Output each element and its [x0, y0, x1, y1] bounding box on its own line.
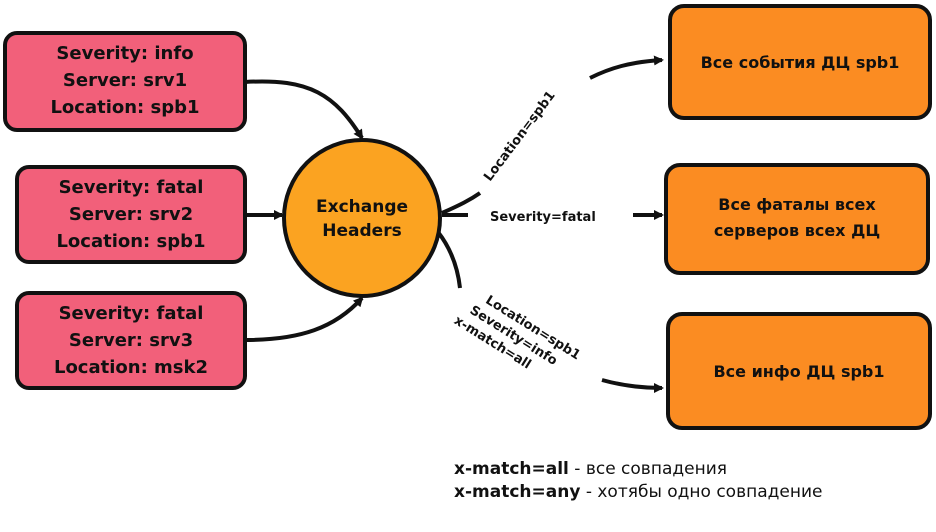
edge-hub-to-queue-3-upper [436, 230, 462, 289]
legend-key-all: x-match=all [454, 459, 569, 479]
queue-2-line-1: Все фаталы всех [718, 195, 876, 214]
legend-row-all: x-match=all - все совпадения [454, 458, 822, 481]
exchange-headers-node: Exchange Headers [282, 138, 442, 298]
source-message-3: Severity: fatal Server: srv3 Location: m… [15, 291, 247, 390]
source-3-line-3: Location: msk2 [54, 357, 208, 378]
binding-label-1: Location=spb1 [481, 88, 558, 184]
queue-2-line-2: серверов всех ДЦ [714, 221, 880, 240]
queue-2: Все фаталы всех серверов всех ДЦ [664, 163, 930, 275]
source-3-line-1: Severity: fatal [59, 303, 204, 324]
legend-desc-all: - все совпадения [568, 459, 727, 479]
hub-line-2: Headers [322, 221, 401, 241]
edge-source-1-to-hub [244, 79, 364, 140]
queue-3: Все инфо ДЦ spb1 [666, 312, 932, 430]
queue-1: Все события ДЦ spb1 [668, 4, 932, 120]
binding-label-2: Severity=fatal [490, 210, 596, 225]
queue-1-label: Все события ДЦ spb1 [701, 53, 900, 72]
hub-line-1: Exchange [316, 197, 408, 217]
legend-row-any: x-match=any - хотябы одно совпадение [454, 481, 822, 504]
source-2-line-3: Location: spb1 [56, 231, 205, 252]
source-1-line-2: Server: srv1 [63, 70, 187, 91]
edge-source-3-to-hub [244, 296, 364, 342]
source-1-line-3: Location: spb1 [50, 97, 199, 118]
binding-label-3: Location=spb1 Severity=info x-match=all [451, 293, 583, 373]
source-2-line-1: Severity: fatal [59, 177, 204, 198]
legend-key-any: x-match=any [454, 482, 581, 502]
source-3-line-2: Server: srv3 [69, 330, 193, 351]
source-message-1: Severity: info Server: srv1 Location: sp… [3, 31, 247, 132]
queue-3-label: Все инфо ДЦ spb1 [713, 362, 884, 381]
source-1-line-1: Severity: info [56, 43, 193, 64]
source-2-line-2: Server: srv2 [69, 204, 193, 225]
legend-desc-any: - хотябы одно совпадение [580, 482, 823, 502]
x-match-legend: x-match=all - все совпадения x-match=any… [454, 458, 822, 504]
source-message-2: Severity: fatal Server: srv2 Location: s… [15, 165, 247, 264]
edge-hub-to-queue-1 [441, 191, 482, 215]
edge-hub-to-queue-3 [601, 378, 664, 393]
edge-hub-to-queue-1-upper [589, 55, 664, 80]
